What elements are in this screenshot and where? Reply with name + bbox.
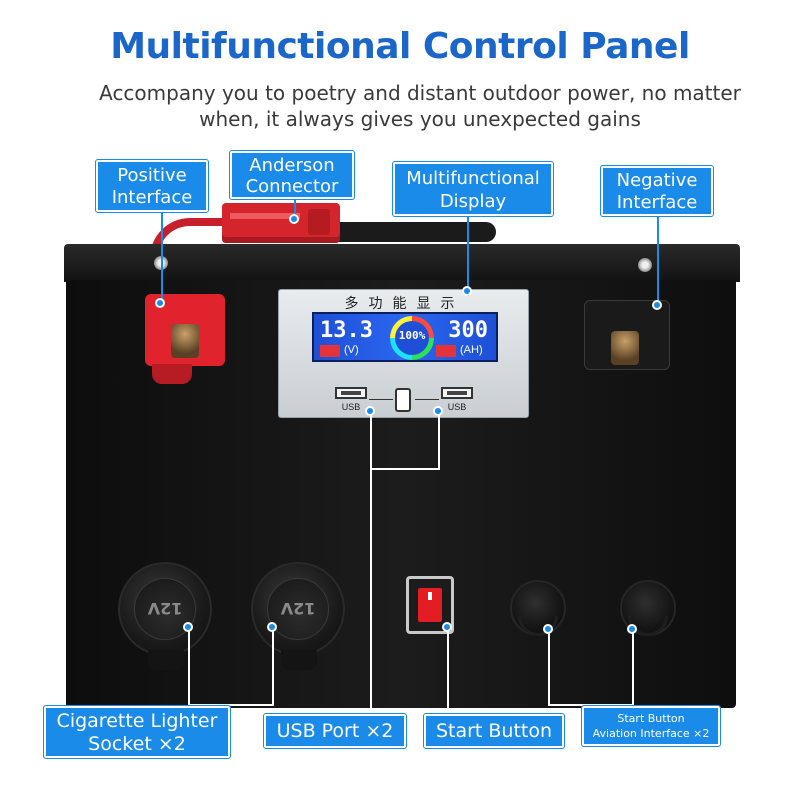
- socket-cap: 12V: [267, 578, 329, 640]
- callout-negative-interface: Negative Interface: [600, 165, 714, 217]
- leader-dot: [289, 214, 299, 224]
- anderson-connector-plug: [222, 203, 340, 243]
- usb-icon: [441, 387, 473, 399]
- callout-anderson-connector: Anderson Connector: [229, 150, 355, 200]
- leader-display: [467, 214, 469, 296]
- usb-divider: [369, 399, 393, 400]
- usb-right-label: USB: [447, 402, 467, 412]
- callout-multifunctional-display: Multifunctional Display: [392, 161, 554, 217]
- leader-start: [447, 628, 449, 714]
- bolt-icon: [171, 324, 199, 358]
- page-title: Multifunctional Control Panel: [110, 26, 690, 67]
- negative-terminal: [584, 300, 670, 370]
- carry-handle: [300, 222, 496, 242]
- leader-dot: [267, 622, 277, 632]
- phone-icon: [395, 388, 411, 412]
- battery-lid: [64, 244, 740, 282]
- leader-cigarette: [272, 628, 274, 706]
- leader-anderson: [294, 196, 296, 220]
- panel-label: 多功能显示: [344, 296, 465, 312]
- leader-negative: [657, 214, 659, 306]
- callout-positive-interface: Positive Interface: [95, 159, 209, 213]
- leader-positive: [161, 212, 163, 304]
- leader-aviation: [632, 630, 634, 706]
- page-subtitle: Accompany you to poetry and distant outd…: [99, 81, 741, 131]
- voltage-tag-icon: [320, 345, 340, 357]
- usb-icon: [335, 387, 367, 399]
- callout-start-button: Start Button: [423, 713, 565, 749]
- leader-cigarette: [188, 628, 190, 706]
- voltage-readout: 13.3: [320, 318, 373, 343]
- voltage-unit: (V): [344, 344, 359, 356]
- leader-aviation: [548, 704, 634, 706]
- red-rocker-switch: [418, 588, 442, 622]
- red-cable: [150, 218, 260, 258]
- charge-ring-center: 100%: [395, 321, 429, 355]
- charge-ring-icon: 100%: [390, 316, 434, 360]
- cigarette-socket-right: 12V: [251, 562, 345, 656]
- screw-icon: [638, 258, 652, 272]
- charge-percent: 100%: [398, 329, 426, 342]
- lcd-screen: 13.3 (V) 100% 300 (AH): [312, 312, 498, 362]
- positive-terminal-cap: [152, 364, 192, 384]
- capacity-readout: 300: [448, 318, 488, 343]
- bolt-icon: [611, 331, 639, 365]
- leader-usb: [370, 412, 372, 716]
- leader-dot: [627, 624, 637, 634]
- socket-tab: [281, 650, 317, 670]
- callout-aviation-line2: Aviation Interface ×2: [592, 727, 710, 740]
- leader-usb: [370, 468, 440, 470]
- callout-usb-port: USB Port ×2: [263, 713, 407, 749]
- display-panel: 多功能显示 13.3 (V) 100% 300 (AH) USB USB: [278, 289, 529, 418]
- leader-cigarette: [188, 704, 274, 706]
- usb-left-label: USB: [341, 402, 361, 412]
- leader-dot: [155, 298, 165, 308]
- socket-tab: [148, 650, 184, 670]
- leader-usb: [438, 412, 440, 468]
- leader-dot: [462, 286, 472, 296]
- leader-dot: [183, 622, 193, 632]
- leader-aviation: [548, 630, 550, 706]
- usb-divider: [415, 399, 439, 400]
- leader-dot: [543, 624, 553, 634]
- cigarette-socket-left: 12V: [118, 562, 212, 656]
- capacity-tag-icon: [436, 345, 456, 357]
- callout-aviation-interface: Start Button Aviation Interface ×2: [581, 705, 721, 747]
- capacity-unit: (AH): [460, 344, 483, 356]
- leader-dot: [365, 406, 375, 416]
- leader-dot: [652, 300, 662, 310]
- leader-dot: [433, 406, 443, 416]
- callout-cigarette-lighter-socket: Cigarette Lighter Socket ×2: [43, 705, 231, 759]
- leader-dot: [442, 622, 452, 632]
- callout-aviation-line1: Start Button: [617, 712, 685, 725]
